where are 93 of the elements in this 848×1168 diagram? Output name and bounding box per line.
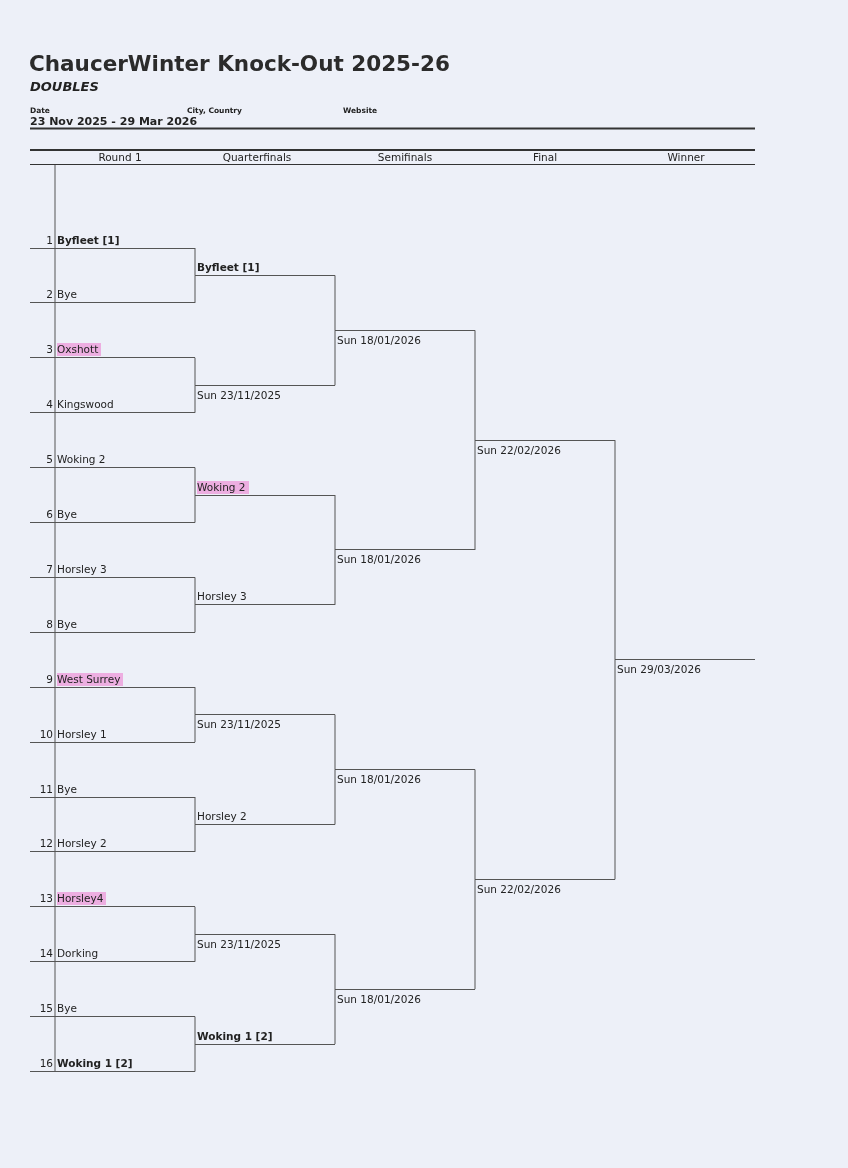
bracket-line — [334, 988, 336, 1045]
team-name: Horsley 3 — [57, 562, 107, 576]
seed-number: 13 — [39, 892, 53, 906]
date-range: 23 Nov 2025 - 29 Mar 2026 — [30, 115, 198, 128]
bracket-line — [194, 933, 196, 963]
bracket-line — [194, 714, 196, 743]
bracket-line — [194, 686, 196, 716]
team-name: Woking 2 — [197, 480, 249, 494]
column-header: Quarterfinals — [222, 151, 292, 163]
bracket-line — [194, 796, 196, 825]
bracket-slot — [30, 889, 195, 908]
team-name: Horsley4 — [57, 892, 107, 906]
seed-number: 2 — [46, 288, 53, 302]
team-name: Byfleet [1] — [197, 260, 260, 274]
column-header: Semifinals — [377, 151, 433, 163]
bracket-line — [614, 439, 616, 661]
team-name: Woking 1 [2] — [197, 1029, 273, 1043]
team-name: Bye — [57, 1002, 77, 1016]
bracket-line — [194, 467, 196, 496]
bracket-slot — [195, 384, 335, 403]
seed-number: 1 — [46, 233, 53, 247]
bracket-slot — [475, 439, 615, 458]
team-name: Kingswood — [57, 398, 114, 412]
bracket-line — [194, 384, 196, 414]
bracket-line — [474, 878, 476, 990]
seed-number: 12 — [39, 837, 53, 851]
bracket-line — [334, 933, 336, 990]
bracket-line — [334, 274, 336, 331]
title: ChaucerWinter Knock-Out 2025-26 — [29, 51, 450, 76]
bracket-line — [334, 494, 336, 551]
bracket-line — [614, 659, 616, 880]
bracket-line — [334, 769, 336, 825]
match-date: Sun 22/02/2026 — [477, 443, 561, 457]
match-date: Sun 23/11/2025 — [197, 388, 281, 402]
seed-number: 15 — [39, 1002, 53, 1016]
column-header: Round 1 — [98, 151, 142, 163]
team-name: Horsley 1 — [57, 727, 107, 741]
bracket-slot — [335, 988, 475, 1007]
bracket-line — [334, 714, 336, 771]
bracket-line — [194, 906, 196, 935]
team-name: Dorking — [57, 947, 99, 961]
column-header: Winner — [667, 151, 705, 163]
team-name: Bye — [57, 617, 77, 631]
bracket-line — [474, 439, 476, 551]
bracket-line — [474, 329, 476, 441]
seed-number: 8 — [46, 617, 53, 631]
bracket-line — [474, 769, 476, 880]
seed-number: 11 — [39, 782, 53, 796]
seed-number: 6 — [46, 508, 53, 521]
bracket-line — [194, 274, 196, 304]
team-name: West Surrey — [57, 672, 124, 686]
bracket-line — [194, 1016, 196, 1045]
match-date: Sun 18/01/2026 — [337, 333, 421, 347]
seed-number: 9 — [46, 672, 53, 686]
bracket-slot — [30, 340, 195, 359]
bracket-line — [194, 494, 196, 523]
column-header: Final — [532, 151, 558, 163]
bracket-slot — [335, 329, 475, 348]
bracket-slot — [195, 933, 335, 952]
seed-number: 10 — [39, 727, 53, 741]
team-name: Horsley 3 — [197, 590, 247, 604]
seed-number: 5 — [46, 453, 53, 467]
match-date: Sun 18/01/2026 — [337, 773, 421, 787]
bracket-line — [334, 549, 336, 606]
match-date: Sun 29/03/2026 — [617, 663, 701, 677]
bracket-line — [194, 1043, 196, 1072]
seed-number: 14 — [39, 947, 53, 961]
bracket-line — [194, 576, 196, 606]
seed-number: 3 — [46, 343, 53, 357]
team-name: Woking 1 [2] — [57, 1057, 133, 1070]
team-name: Bye — [57, 508, 77, 521]
bracket-line — [194, 357, 196, 386]
match-date: Sun 23/11/2025 — [197, 937, 281, 951]
seed-number: 7 — [46, 562, 53, 576]
team-name: Bye — [57, 288, 77, 302]
match-date: Sun 18/01/2026 — [337, 553, 421, 567]
seed-number: 16 — [39, 1057, 53, 1070]
bracket-line — [194, 247, 196, 276]
team-name: Horsley 2 — [57, 837, 107, 851]
match-date: Sun 23/11/2025 — [197, 718, 281, 732]
match-date: Sun 22/02/2026 — [477, 882, 561, 896]
team-name: Horsley 2 — [197, 809, 247, 823]
bracket-line — [194, 823, 196, 853]
match-date: Sun 18/01/2026 — [337, 992, 421, 1006]
bracket-line — [334, 329, 336, 386]
event-subtitle: DOUBLES — [30, 79, 99, 94]
team-name: Bye — [57, 782, 77, 796]
team-name: Oxshott — [57, 343, 102, 357]
team-name: Woking 2 — [57, 453, 106, 467]
seed-number: 4 — [46, 398, 53, 412]
bracket-slot — [475, 878, 615, 897]
team-name: Byfleet [1] — [57, 233, 120, 247]
bracket-line — [194, 604, 196, 633]
